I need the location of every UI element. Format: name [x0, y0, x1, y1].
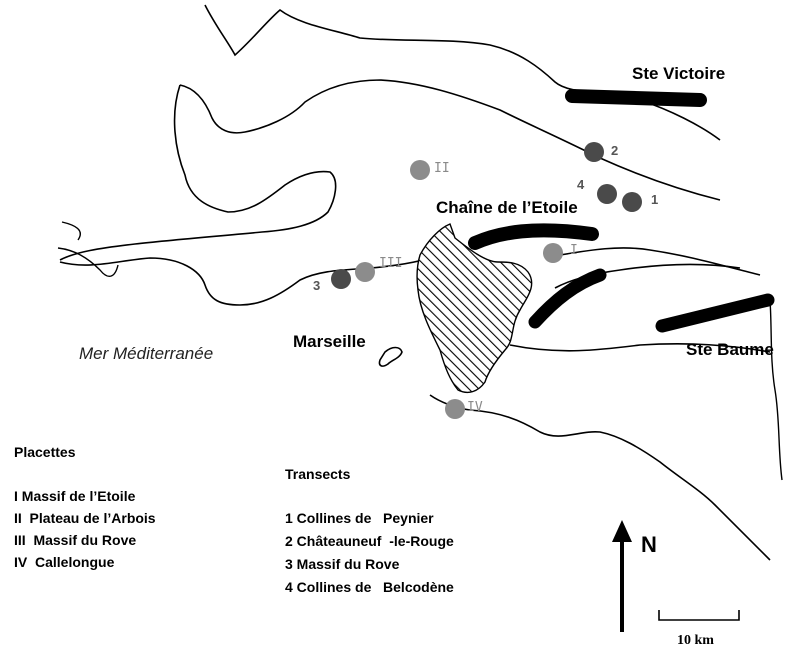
label-chaine-etoile: Chaîne de l’Etoile	[436, 198, 578, 217]
legend-placette-item: IV Callelongue	[14, 554, 115, 570]
transect-marker-1	[622, 192, 642, 212]
label-placette-III: III	[379, 256, 403, 271]
placette-marker-III	[355, 262, 375, 282]
coast-west-marks	[57, 221, 119, 277]
placette-marker-I	[543, 243, 563, 263]
coastline-south	[429, 394, 771, 561]
legend-placette-item: II Plateau de l’Arbois	[14, 510, 156, 526]
legend-transects-title: Transects	[285, 466, 351, 482]
range-ste-victoire	[565, 89, 707, 107]
label-ste-victoire: Ste Victoire	[632, 64, 726, 83]
label-mer-mediterranee: Mer Méditerranée	[79, 344, 214, 363]
legend-transect-item: 3 Massif du Rove	[285, 556, 400, 572]
legend-placettes-title: Placettes	[14, 444, 76, 460]
river-east-1	[559, 247, 761, 276]
label-marseille: Marseille	[293, 332, 366, 351]
label-placette-II: II	[434, 161, 450, 176]
transect-marker-3	[331, 269, 351, 289]
legend-placette-item: I Massif de l’Etoile	[14, 488, 136, 504]
label-ste-baume: Ste Baume	[686, 340, 774, 359]
transect-marker-2	[584, 142, 604, 162]
label-placette-IV: IV	[467, 400, 483, 415]
legend-placette-item: III Massif du Rove	[14, 532, 137, 548]
label-transect-4: 4	[577, 177, 585, 192]
range-etoile-south	[528, 268, 607, 329]
label-placette-I: I	[570, 243, 578, 258]
north-label: N	[641, 532, 657, 557]
placette-marker-II	[410, 160, 430, 180]
scale-label: 10 km	[677, 633, 714, 648]
legend-transect-item: 1 Collines de Peynier	[285, 510, 434, 526]
north-arrow-head	[612, 520, 632, 542]
river-east-3	[509, 343, 771, 353]
label-transect-2: 2	[611, 143, 619, 158]
legend-transect-item: 4 Collines de Belcodène	[285, 579, 454, 595]
river-east-2	[554, 263, 741, 289]
label-transect-3: 3	[313, 278, 321, 293]
coast-east-right	[769, 299, 783, 481]
marseille-urban-area	[416, 223, 533, 394]
placette-marker-IV	[445, 399, 465, 419]
scale-bar	[658, 610, 740, 621]
island-marker	[378, 346, 403, 367]
range-etoile	[468, 223, 599, 250]
coastline-west	[59, 84, 337, 261]
transect-marker-4	[597, 184, 617, 204]
label-transect-1: 1	[651, 192, 659, 207]
legend-transect-item: 2 Châteauneuf -le-Rouge	[285, 533, 454, 549]
range-ste-baume	[655, 293, 775, 333]
